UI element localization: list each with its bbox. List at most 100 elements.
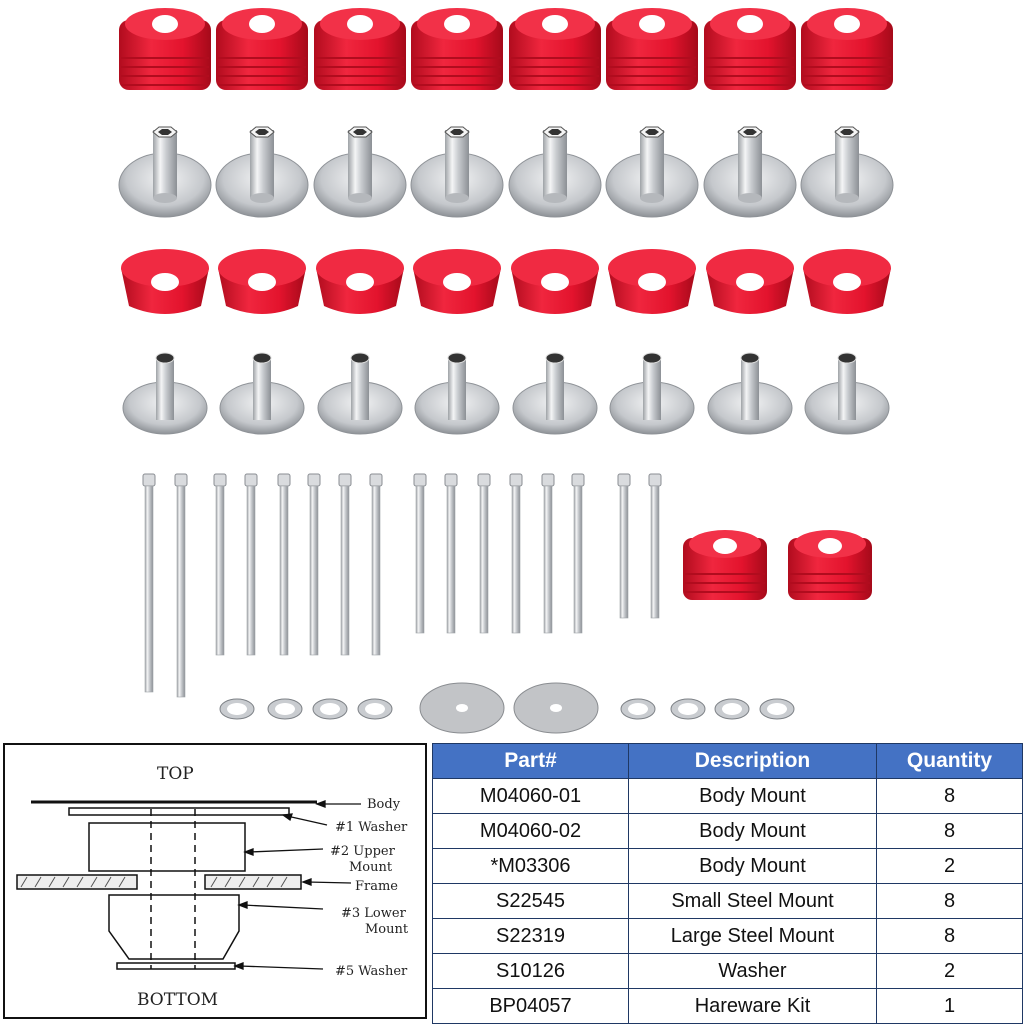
- washer-5-shape: [116, 962, 236, 970]
- small-steel-sleeve: [414, 352, 500, 435]
- tall-red-bushing: [606, 8, 698, 90]
- cell-quantity: 8: [876, 883, 1023, 919]
- short-red-bushing: [803, 249, 891, 314]
- large-steel-sleeve: [800, 126, 894, 218]
- header-description: Description: [628, 743, 877, 779]
- label-body: Body: [367, 797, 401, 812]
- short-red-bushing: [413, 249, 501, 314]
- cell-part-number: *M03306: [432, 848, 629, 884]
- large-steel-sleeve: [118, 126, 212, 218]
- tall-red-bushing: [314, 8, 406, 90]
- bolt: [509, 473, 523, 634]
- cell-part-number: S22319: [432, 918, 629, 954]
- small-steel-sleeve-row: [122, 352, 890, 435]
- tall-red-bushing: [216, 8, 308, 90]
- product-photo: [118, 8, 894, 734]
- large-steel-sleeve: [215, 126, 309, 218]
- cell-quantity: 2: [876, 953, 1023, 989]
- short-red-bushing: [511, 249, 599, 314]
- cell-description: Small Steel Mount: [628, 883, 877, 919]
- small-steel-sleeve: [804, 352, 890, 435]
- frame-left-shape: [16, 874, 138, 890]
- small-washer: [714, 698, 750, 720]
- tall-red-bushing: [411, 8, 503, 90]
- tall-red-bushing-extra: [683, 530, 767, 600]
- large-steel-sleeve: [313, 126, 407, 218]
- frame-hatching: [20, 876, 288, 888]
- washer-1-shape: [68, 807, 290, 816]
- short-red-bushing: [218, 249, 306, 314]
- large-steel-sleeve: [605, 126, 699, 218]
- bolt: [541, 473, 555, 634]
- cell-quantity: 8: [876, 918, 1023, 954]
- cell-part-number: S22545: [432, 883, 629, 919]
- bolt: [648, 473, 662, 619]
- large-washer: [513, 682, 599, 734]
- bolt: [338, 473, 352, 656]
- short-red-bushing: [121, 249, 209, 314]
- diagram-top-label: TOP: [157, 764, 194, 784]
- small-washer: [759, 698, 795, 720]
- small-washer: [267, 698, 303, 720]
- small-steel-sleeve: [512, 352, 598, 435]
- cell-description: Large Steel Mount: [628, 918, 877, 954]
- bolt: [174, 473, 188, 698]
- bolt: [213, 473, 227, 656]
- large-steel-sleeve: [508, 126, 602, 218]
- short-red-bushing: [706, 249, 794, 314]
- small-steel-sleeve: [609, 352, 695, 435]
- bolt: [571, 473, 585, 634]
- small-washer: [219, 698, 255, 720]
- short-red-bushing: [608, 249, 696, 314]
- tall-red-bushing-extra: [788, 530, 872, 600]
- label-lower-mount-1: #3 Lower: [341, 906, 407, 921]
- lower-mount-shape: [108, 894, 240, 960]
- bolt: [369, 473, 383, 656]
- cell-quantity: 8: [876, 813, 1023, 849]
- bolt: [617, 473, 631, 619]
- label-upper-mount-2: Mount: [349, 860, 393, 875]
- label-washer-5: #5 Washer: [335, 964, 408, 979]
- extra-bushing-group: [683, 530, 872, 600]
- small-washer: [312, 698, 348, 720]
- small-steel-sleeve: [707, 352, 793, 435]
- bolt: [142, 473, 156, 693]
- large-steel-sleeve-row: [118, 126, 894, 218]
- cell-description: Body Mount: [628, 848, 877, 884]
- small-steel-sleeve: [317, 352, 403, 435]
- small-washer: [357, 698, 393, 720]
- cell-description: Body Mount: [628, 813, 877, 849]
- header-part-number: Part#: [432, 743, 629, 779]
- tall-red-bushing: [704, 8, 796, 90]
- cell-quantity: 8: [876, 778, 1023, 814]
- label-washer-1: #1 Washer: [335, 820, 408, 835]
- cell-description: Body Mount: [628, 778, 877, 814]
- bottom-panel: TOP BOTTOM: [0, 740, 1024, 1024]
- washer-group: [219, 682, 795, 734]
- bolt: [244, 473, 258, 656]
- bolt: [277, 473, 291, 656]
- upper-mount-shape: [88, 822, 246, 872]
- label-lower-mount-2: Mount: [365, 922, 409, 937]
- label-frame: Frame: [355, 879, 398, 894]
- cell-description: Washer: [628, 953, 877, 989]
- cell-description: Hareware Kit: [628, 988, 877, 1024]
- cell-part-number: BP04057: [432, 988, 629, 1024]
- diagram-bottom-label: BOTTOM: [137, 990, 218, 1010]
- frame-right-shape: [204, 874, 302, 890]
- header-quantity: Quantity: [876, 743, 1023, 779]
- bolt: [307, 473, 321, 656]
- small-steel-sleeve: [219, 352, 305, 435]
- tall-red-bushing: [509, 8, 601, 90]
- bolt: [477, 473, 491, 634]
- cell-part-number: M04060-01: [432, 778, 629, 814]
- label-upper-mount-1: #2 Upper: [330, 844, 396, 859]
- small-washer: [620, 698, 656, 720]
- large-washer: [419, 682, 505, 734]
